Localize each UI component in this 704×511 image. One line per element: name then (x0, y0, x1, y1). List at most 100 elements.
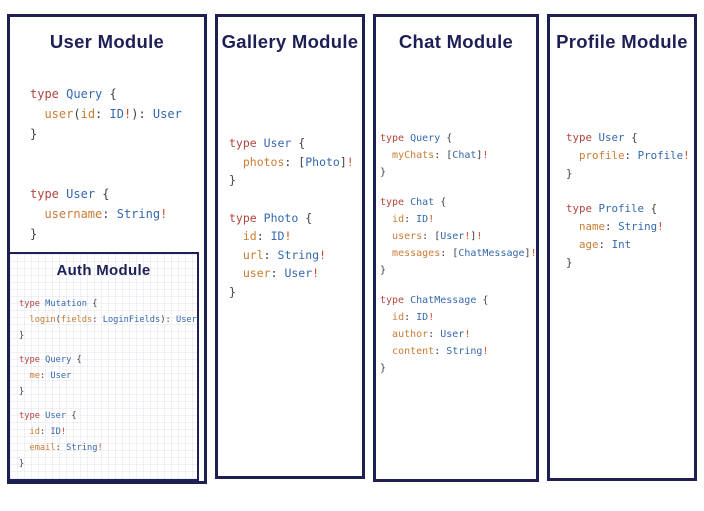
code-token-punct: ( (55, 315, 61, 325)
code-line: photos: [Photo]! (229, 153, 362, 172)
code-token-typ: User (598, 131, 625, 144)
code-token-kw: type (229, 136, 257, 150)
code-token-punct: : (263, 247, 271, 262)
code-token-typ: String (116, 207, 161, 221)
code-token-typ: ChatMessage (410, 295, 477, 306)
code-token-typ: String (446, 346, 483, 357)
code-token-punct: ] (339, 154, 347, 169)
code-token-typ: Query (410, 133, 441, 144)
code-token-punct: : (605, 220, 612, 233)
schema-code: type Query { myChats: [Chat]!}type Chat … (380, 130, 537, 377)
code-token-typ: ID (270, 229, 285, 243)
code-line: type ChatMessage { (380, 292, 536, 309)
code-token-typ: User (440, 231, 465, 242)
code-line: } (30, 224, 204, 244)
code-token-field: name (579, 220, 606, 233)
code-token-typ: Query (45, 355, 72, 365)
type-definition: type User { id: ID! email: String!} (19, 408, 197, 472)
code-token-bang: ! (160, 207, 168, 221)
code-token-field: id (80, 107, 96, 121)
code-token-punct: { (482, 295, 489, 306)
code-token-bang: ! (428, 312, 435, 323)
code-token-typ: ChatMessage (458, 248, 525, 259)
code-line: } (229, 283, 362, 302)
code-line: } (229, 171, 362, 190)
code-token-punct: { (305, 210, 313, 225)
code-token-kw: type (19, 355, 40, 365)
code-token-kw: type (380, 295, 405, 306)
code-token-field: email (29, 443, 56, 453)
module-title: Auth Module (56, 262, 151, 279)
code-token-punct: { (71, 411, 77, 421)
code-token-typ: ID (50, 427, 61, 437)
code-token-punct: } (566, 256, 573, 269)
code-token-punct: } (19, 331, 25, 341)
code-line: age: Int (566, 236, 694, 254)
code-token-field: url (242, 247, 264, 262)
code-token-bang: ! (428, 214, 435, 225)
code-token-kw: type (30, 87, 59, 101)
code-token-field: content (392, 346, 435, 357)
code-token-punct: } (229, 173, 236, 187)
code-line: content: String! (380, 343, 536, 360)
code-token-typ: Photo (263, 210, 299, 225)
code-token-typ: Mutation (45, 299, 87, 309)
code-token-punct: : (270, 266, 278, 280)
code-line: me: User (19, 368, 197, 384)
module-panel-auth: Auth Module type Mutation { login(fields:… (8, 252, 199, 481)
code-token-punct: : (165, 315, 171, 325)
code-line: type User { (19, 408, 197, 424)
code-token-typ: User (66, 187, 96, 201)
code-token-field: fields (60, 315, 93, 325)
code-token-typ: String (618, 220, 658, 233)
code-token-punct: } (30, 227, 38, 241)
code-token-kw: type (19, 299, 40, 309)
code-token-punct: { (102, 187, 110, 201)
code-token-bang: ! (464, 231, 471, 242)
code-token-typ: String (66, 443, 98, 453)
code-token-bang: ! (464, 329, 471, 340)
code-token-punct: { (440, 197, 447, 208)
code-token-bang: ! (482, 346, 489, 357)
code-token-field: users (392, 231, 423, 242)
type-definition: type Photo { id: ID! url: String! user: … (229, 209, 362, 302)
code-token-bang: ! (346, 154, 354, 169)
code-token-typ: User (284, 266, 313, 280)
code-line: } (380, 164, 536, 181)
code-token-field: login (29, 315, 56, 325)
code-line: id: ID! (380, 309, 536, 326)
code-token-punct: : (440, 248, 447, 259)
code-line: type User { (229, 134, 362, 153)
code-token-punct: } (229, 284, 236, 299)
code-token-punct: : (138, 107, 146, 121)
code-token-punct: ) (160, 315, 166, 325)
code-token-punct: : (102, 207, 110, 221)
code-token-punct: } (380, 363, 387, 374)
code-token-punct: { (109, 87, 117, 101)
module-title: Chat Module (398, 31, 514, 52)
code-line: id: ID! (229, 227, 362, 246)
code-token-typ: User (440, 329, 465, 340)
code-line: type Query { (380, 130, 536, 147)
code-line: user: User! (229, 264, 362, 283)
code-token-punct: : (256, 229, 264, 243)
code-line: type Profile { (566, 200, 694, 218)
code-line: profile: Profile! (566, 147, 694, 165)
code-token-punct: : (55, 443, 61, 453)
code-line: url: String! (229, 246, 362, 265)
code-token-bang: ! (312, 266, 320, 280)
code-line: type Mutation { (19, 296, 197, 312)
code-token-punct: : (624, 149, 632, 162)
code-token-field: me (29, 371, 40, 381)
code-line: user(id: ID!): User (30, 104, 204, 124)
code-token-field: messages (392, 248, 441, 259)
type-definition: type Query { me: User} (19, 352, 197, 400)
code-line: type Chat { (380, 194, 536, 211)
code-token-typ: User (45, 411, 67, 421)
code-token-typ: String (277, 247, 320, 262)
code-token-punct: } (380, 167, 387, 178)
code-token-bang: ! (657, 220, 664, 233)
code-token-typ: Chat (410, 197, 435, 208)
code-line: } (19, 328, 197, 344)
